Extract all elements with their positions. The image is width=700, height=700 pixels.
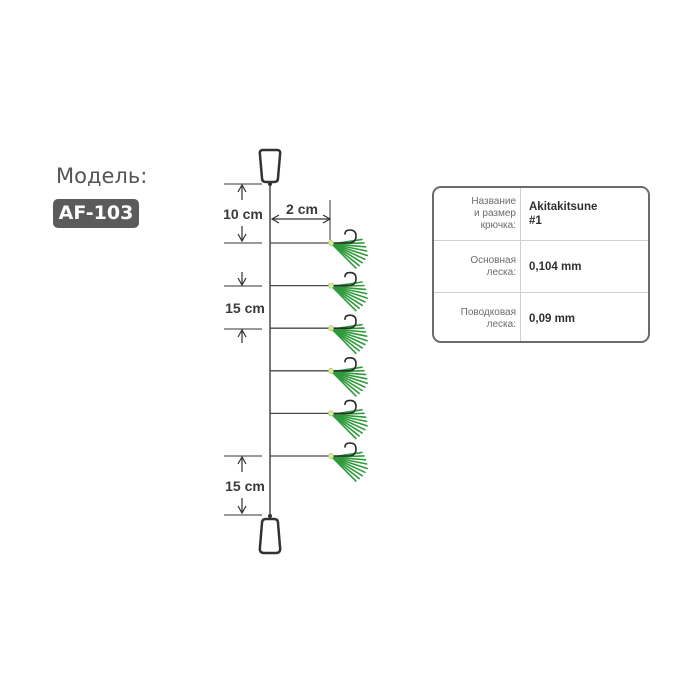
dimension-top-gap-label: 10 cm [223, 206, 263, 222]
spec-row-leader-line: Поводковая леска: 0,09 mm [434, 292, 648, 344]
spec-value-leader-line: 0,09 mm [529, 312, 576, 325]
hook-leader-4 [270, 356, 369, 397]
dimension-top-gap: 10 cm [223, 183, 263, 244]
spec-value-hook: Akitakitsune #1 [529, 201, 598, 227]
spec-value-main-line: 0,104 mm [529, 261, 582, 273]
spec-row-hook: Название и размер крючка: Akitakitsune #… [434, 188, 648, 240]
hook-leader-6 [270, 442, 369, 482]
hook-leader-3 [270, 314, 369, 355]
hook-leader-1 [270, 229, 369, 269]
hook-leader-2 [270, 271, 369, 312]
bottom-swivel-icon [258, 514, 282, 555]
dimension-bottom-gap-label: 15 cm [225, 478, 265, 494]
model-code-badge: AF-103 [53, 199, 139, 228]
model-label: Модель: [56, 164, 148, 188]
spec-row-main-line: Основная леска: 0,104 mm [434, 240, 648, 293]
dimension-bottom-gap: 15 cm [224, 455, 265, 516]
spec-label-leader-line: Поводковая леска: [460, 306, 516, 330]
spec-label-hook: Название и размер крючка: [471, 196, 516, 231]
hook-leader-5 [270, 399, 369, 440]
spec-table: Название и размер крючка: Akitakitsune #… [432, 186, 650, 343]
dimension-leader-length: 2 cm [270, 200, 332, 240]
spec-label-main-line: Основная леска: [470, 255, 516, 278]
dimension-leader-label: 2 cm [286, 201, 318, 217]
hooks-group [270, 229, 369, 482]
dimension-spacing: 15 cm [224, 272, 265, 343]
top-swivel-icon [258, 148, 282, 186]
spec-table-divider [520, 188, 521, 341]
dimension-spacing-label: 15 cm [225, 300, 265, 316]
